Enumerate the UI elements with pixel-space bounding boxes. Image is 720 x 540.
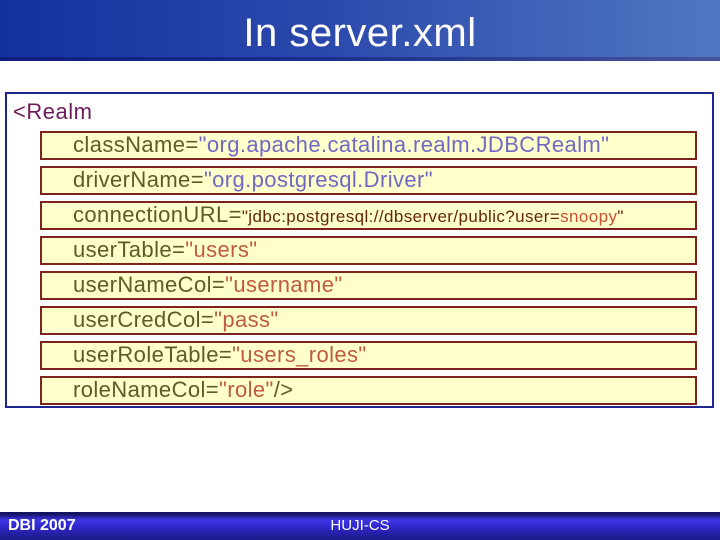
code-segment-url: " xyxy=(617,207,624,226)
attribute-row: roleNameCol="role"/> xyxy=(40,376,697,405)
code-segment-attr: userNameCol= xyxy=(73,272,226,297)
code-segment-url-hi: snoopy xyxy=(560,207,618,226)
footer-bar: DBI 2007 HUJI-CS xyxy=(0,512,720,540)
code-segment-lit: "username" xyxy=(225,272,343,297)
attribute-row: driverName="org.postgresql.Driver" xyxy=(40,166,697,195)
slide-title: In server.xml xyxy=(243,11,477,55)
code-segment-str: "org.postgresql.Driver" xyxy=(203,167,433,192)
code-segment-attr: userTable= xyxy=(73,237,186,262)
code-segment-lit: "users_roles" xyxy=(232,342,367,367)
title-bar: In server.xml xyxy=(0,0,720,57)
code-segment-attr: userRoleTable= xyxy=(73,342,233,367)
attribute-row: connectionURL="jdbc:postgresql://dbserve… xyxy=(40,201,697,230)
code-segment-str: "org.apache.catalina.realm.JDBCRealm" xyxy=(198,132,610,157)
attribute-row: className="org.apache.catalina.realm.JDB… xyxy=(40,131,697,160)
footer-institution-label: HUJI-CS xyxy=(330,517,390,534)
code-segment-lit: "users" xyxy=(185,237,258,262)
code-segment-url: "jdbc:postgresql://dbserver/public?user= xyxy=(241,207,561,226)
attribute-row: userRoleTable="users_roles" xyxy=(40,341,697,370)
xml-open-tag: <Realm xyxy=(13,99,93,124)
title-underline xyxy=(0,57,720,61)
code-segment-lit: "pass" xyxy=(214,307,279,332)
footer-course-label: DBI 2007 xyxy=(8,517,76,534)
attribute-row: userNameCol="username" xyxy=(40,271,697,300)
attribute-row: userCredCol="pass" xyxy=(40,306,697,335)
code-segment-attr: roleNameCol= xyxy=(73,377,220,402)
attribute-rows: className="org.apache.catalina.realm.JDB… xyxy=(40,131,697,411)
code-segment-lit: "role" xyxy=(219,377,274,402)
code-segment-attr: connectionURL= xyxy=(73,202,242,227)
code-segment-attr: driverName= xyxy=(73,167,204,192)
code-segment-attr: className= xyxy=(73,132,199,157)
code-box: <Realm className="org.apache.catalina.re… xyxy=(5,92,714,408)
code-segment-attr: /> xyxy=(273,377,294,402)
attribute-row: userTable="users" xyxy=(40,236,697,265)
code-segment-attr: userCredCol= xyxy=(73,307,215,332)
